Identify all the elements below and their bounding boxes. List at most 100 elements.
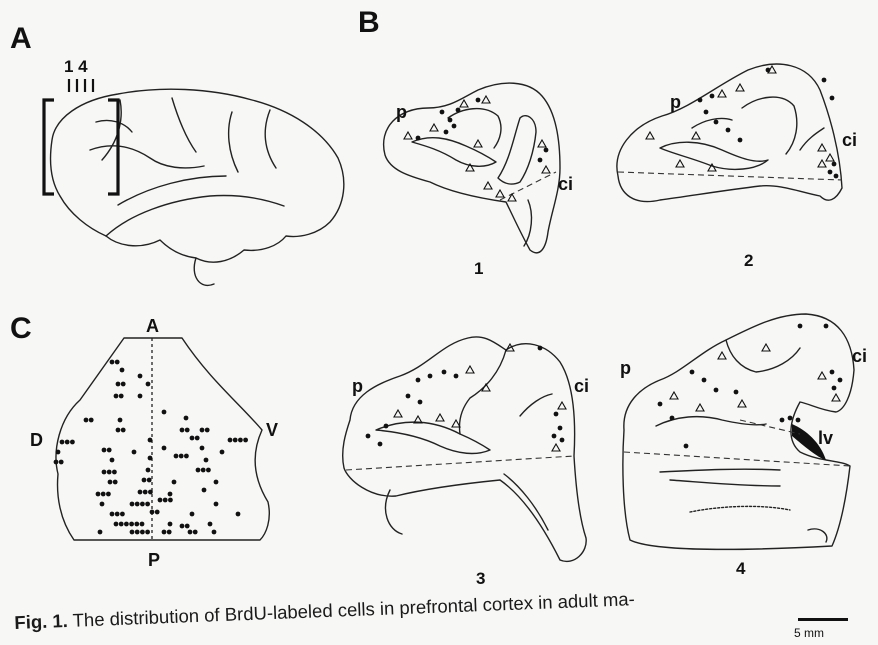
flatmap-cell-dot xyxy=(228,438,233,443)
flatmap-cell-dot xyxy=(202,488,207,493)
flatmap-cell-dot xyxy=(200,428,205,433)
flatmap-cell-dot xyxy=(60,440,65,445)
brain-lateral-drawing xyxy=(51,89,344,285)
flatmap-cell-dot xyxy=(142,478,147,483)
flatmap-cell-dot xyxy=(180,524,185,529)
flatmap-cell-dot xyxy=(115,512,120,517)
flatmap-cell-dot xyxy=(114,522,119,527)
axis-label-left: D xyxy=(30,430,43,450)
flatmap-cell-dot xyxy=(118,418,123,423)
flatmap-cell-dot xyxy=(146,468,151,473)
flatmap-cell-dot xyxy=(114,394,119,399)
scale-bar: 5 mm xyxy=(792,618,854,642)
flatmap-cell-dot xyxy=(101,492,106,497)
flatmap-cell-dot xyxy=(102,470,107,475)
flatmap-cell-dot xyxy=(110,512,115,517)
flatmap-cell-dot xyxy=(184,416,189,421)
label-prefrontal-2: p xyxy=(670,92,681,112)
panel-letter-c: C xyxy=(10,312,32,345)
flatmap-cell-dot xyxy=(116,428,121,433)
flatmap-cell-dot xyxy=(220,450,225,455)
flatmap-cell-dot xyxy=(124,522,129,527)
flatmap-cell-dot xyxy=(185,524,190,529)
label-prefrontal-1: p xyxy=(396,102,407,122)
flatmap-cell-dot xyxy=(138,374,143,379)
flatmap-cell-dot xyxy=(113,480,118,485)
flatmap-cell-dot xyxy=(162,446,167,451)
flatmap-cell-dot xyxy=(163,498,168,503)
flatmap-cell-dot xyxy=(146,382,151,387)
label-prefrontal-4: p xyxy=(620,358,631,378)
flatmap-cell-dot xyxy=(98,530,103,535)
flatmap-cell-dot xyxy=(134,522,139,527)
flatmap-cell-dot xyxy=(135,502,140,507)
panel-letter-b: B xyxy=(358,6,380,39)
flatmap-cell-dot xyxy=(96,492,101,497)
flatmap-cell-dot xyxy=(112,470,117,475)
section-number-3: 3 xyxy=(476,569,485,588)
flatmap-cell-dot xyxy=(158,498,163,503)
flatmap-cell-dots xyxy=(54,360,248,535)
flatmap-cell-dot xyxy=(167,530,172,535)
flatmap-cell-dot xyxy=(140,530,145,535)
flatmap-cell-dot xyxy=(238,438,243,443)
flatmap-cell-dot xyxy=(130,502,135,507)
flatmap-cell-dot xyxy=(110,458,115,463)
flatmap-cell-dot xyxy=(65,440,70,445)
flatmap-cell-dot xyxy=(168,492,173,497)
label-ci-3: ci xyxy=(574,376,589,396)
flatmap-cell-dot xyxy=(120,512,125,517)
flatmap-cell-dot xyxy=(150,510,155,515)
flatmap-cell-dot xyxy=(212,530,217,535)
flatmap-cell-dot xyxy=(179,454,184,459)
flatmap-cell-dot xyxy=(102,448,107,453)
flatmap-cell-dot xyxy=(184,454,189,459)
section-number-4: 4 xyxy=(736,559,746,578)
scale-bar-label: 5 mm xyxy=(794,626,824,640)
flatmap-cell-dot xyxy=(89,418,94,423)
flatmap-cell-dot xyxy=(214,480,219,485)
flatmap-cell-dot xyxy=(214,502,219,507)
flatmap-cell-dot xyxy=(119,394,124,399)
flatmap-cell-dot xyxy=(143,490,148,495)
flatmap-cell-dot xyxy=(243,438,248,443)
flatmap-cell-dot xyxy=(100,502,105,507)
flatmap-cell-dot xyxy=(106,492,111,497)
section-tick-marks xyxy=(69,79,93,92)
flatmap-cell-dot xyxy=(108,480,113,485)
flatmap-cell-dot xyxy=(201,468,206,473)
caption-lead: Fig. 1. xyxy=(14,610,68,633)
flatmap-cell-dot xyxy=(196,468,201,473)
flatmap-cell-dot xyxy=(148,456,153,461)
label-ci-2: ci xyxy=(842,130,857,150)
flatmap-cell-dot xyxy=(115,360,120,365)
flatmap-cell-dot xyxy=(54,460,59,465)
flatmap-cell-dot xyxy=(135,530,140,535)
flatmap-cell-dot xyxy=(145,502,150,507)
section-bracket xyxy=(44,100,118,194)
flatmap-cell-dot xyxy=(140,502,145,507)
flatmap-cell-dot xyxy=(107,470,112,475)
flatmap-cell-dot xyxy=(168,498,173,503)
scale-bar-line xyxy=(798,618,848,621)
flatmap-cell-dot xyxy=(107,448,112,453)
flatmap-cell-dot xyxy=(162,410,167,415)
section-number-2: 2 xyxy=(744,251,753,270)
section-number-1: 1 xyxy=(474,259,483,278)
flatmap-cell-dot xyxy=(233,438,238,443)
flatmap-cell-dot xyxy=(138,394,143,399)
flatmap-cell-dot xyxy=(180,428,185,433)
cells-section-3 xyxy=(366,344,566,451)
flatmap-cell-dot xyxy=(132,450,137,455)
flatmap-cell-dot xyxy=(205,428,210,433)
panel-letter-a: A xyxy=(10,22,32,55)
flatmap-cell-dot xyxy=(206,468,211,473)
flatmap-cell-dot xyxy=(200,446,205,451)
flatmap-cell-dot xyxy=(190,512,195,517)
flatmap-cell-dot xyxy=(138,490,143,495)
flatmap-cell-dot xyxy=(162,530,167,535)
flatmap-cell-dot xyxy=(121,428,126,433)
label-lateral-ventricle: lv xyxy=(818,428,833,448)
flatmap-cell-dot xyxy=(110,360,115,365)
